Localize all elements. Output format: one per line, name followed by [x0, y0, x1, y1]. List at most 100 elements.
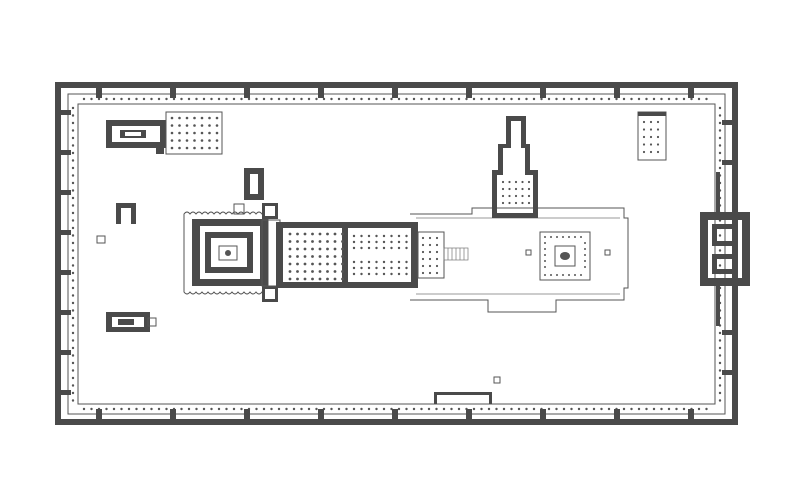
pillar-dot — [360, 240, 363, 244]
pillar-dot — [127, 97, 131, 101]
pillar-dot — [360, 97, 363, 101]
pillar-dot — [318, 277, 322, 281]
pillar-dot — [322, 97, 326, 101]
bastion — [540, 88, 546, 98]
pillar-dot — [577, 407, 581, 411]
pillar-dot — [397, 246, 401, 250]
pillar-dot — [562, 274, 564, 276]
bastion — [688, 409, 694, 419]
pillar-dot — [345, 97, 348, 101]
maha-mandapa — [276, 222, 418, 288]
colonnade-border — [67, 93, 726, 415]
pillar-dot — [510, 407, 513, 411]
pillar-dot — [71, 309, 75, 312]
pillar-dot — [71, 391, 75, 395]
pillar-dot — [315, 407, 318, 411]
pillar-dot — [397, 260, 401, 264]
pillar-dot — [71, 159, 75, 162]
pillar-dot — [375, 97, 378, 101]
pillar-dot — [405, 260, 408, 264]
pillar-dot — [428, 264, 432, 268]
pillar-dot — [71, 249, 75, 252]
pillar-dot — [544, 266, 546, 268]
pillar-dot — [375, 234, 378, 238]
pillar-dot — [360, 266, 363, 270]
pillar-dot — [642, 143, 646, 146]
pillar-dot — [592, 97, 596, 101]
pillar-dot — [300, 97, 303, 101]
pillar-dot — [382, 246, 386, 250]
pillar-dot — [333, 255, 337, 258]
pillar-dot — [480, 407, 483, 411]
pillar-dot — [718, 339, 722, 342]
pillar-dot — [584, 254, 586, 256]
pillar-dot — [288, 240, 292, 243]
pillar-dot — [615, 97, 618, 101]
pillar-dot — [352, 97, 356, 101]
pillar-dot — [71, 121, 75, 125]
pillar-dot — [382, 97, 386, 101]
pillar-dot — [178, 131, 181, 135]
pillar-dot — [300, 407, 303, 411]
pillar-dot — [495, 97, 498, 101]
pillar-dot — [333, 240, 337, 243]
pillar-dot — [202, 97, 206, 101]
pillar-dot — [525, 407, 528, 411]
pillar-dot — [71, 129, 75, 132]
pillar-dot — [642, 120, 646, 124]
pillar-dot — [296, 232, 299, 236]
northeast-shrine — [637, 111, 667, 161]
pillar-dot — [285, 407, 288, 411]
pillar-dot — [170, 139, 174, 142]
pillar-dot — [341, 240, 344, 243]
pillar-dot — [326, 255, 329, 258]
pillar-dot — [397, 97, 401, 101]
pillar-dot — [303, 262, 307, 266]
pillar-dot — [405, 240, 408, 244]
pillar-dot — [200, 146, 204, 150]
pillar-dot — [510, 97, 513, 101]
pillar-dot — [718, 166, 722, 170]
pillar-dot — [584, 266, 586, 268]
pillar-dot — [303, 255, 307, 258]
pillar-dot — [718, 114, 722, 117]
pillar-dot — [435, 236, 439, 240]
pillar-dot — [71, 271, 75, 275]
pillar-dot — [544, 274, 546, 276]
pillar-dot — [71, 234, 75, 237]
pillar-dot — [150, 97, 153, 101]
pillar-dot — [318, 240, 322, 243]
pillar-dot — [285, 97, 288, 101]
pillar-dot — [421, 250, 425, 254]
pillar-dot — [71, 361, 75, 365]
pillar-dot — [120, 407, 123, 411]
pillar-dot — [525, 97, 528, 101]
pillar-dot — [421, 243, 425, 247]
pillar-dot — [580, 274, 582, 276]
pillar-dot — [288, 247, 292, 251]
pillar-dot — [442, 407, 446, 411]
pillar-dot — [71, 219, 75, 222]
pillar-dot — [296, 277, 299, 281]
pillar-dot — [547, 407, 551, 411]
pillar-dot — [465, 97, 468, 101]
pillar-dot — [555, 407, 558, 411]
pillar-dot — [307, 97, 311, 101]
pillar-dot — [502, 407, 506, 411]
pillar-dot — [457, 407, 461, 411]
pillar-dot — [178, 116, 181, 120]
pillar-dot — [508, 180, 511, 184]
pillar-dot — [112, 407, 116, 411]
pillar-dot — [71, 376, 75, 380]
pillar-dot — [607, 97, 611, 101]
pillar-dot — [375, 266, 378, 270]
bastion — [96, 88, 102, 98]
pillar-dot — [718, 346, 722, 350]
pillar-dot — [527, 187, 531, 191]
pillar-dot — [360, 234, 363, 238]
pillar-dot — [225, 97, 228, 101]
pillar-dot — [185, 146, 189, 150]
pillar-dot — [311, 232, 314, 236]
pillar-dot — [288, 270, 292, 273]
pillar-dot — [450, 407, 453, 411]
